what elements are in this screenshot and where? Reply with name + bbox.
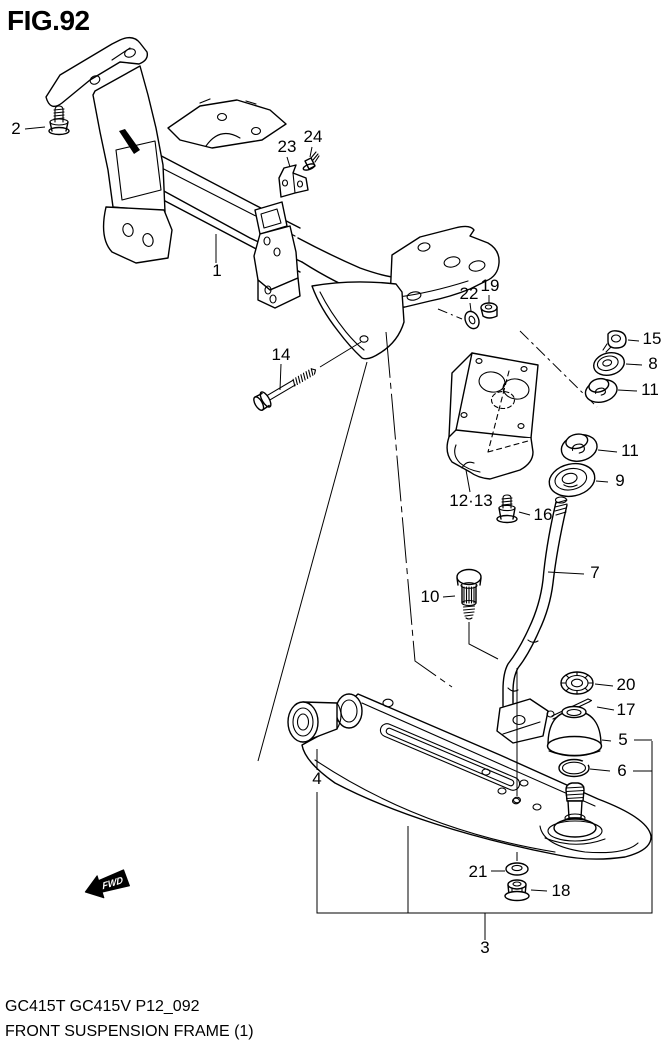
callout-3: 3	[480, 938, 489, 957]
callout-7: 7	[590, 563, 599, 582]
assembly-bracket-3	[316, 739, 653, 940]
callout-12-13: 12·13	[449, 491, 492, 510]
callout-20: 20	[617, 675, 636, 694]
footer-figure-name: FRONT SUSPENSION FRAME (1)	[5, 1023, 254, 1040]
callout-9: 9	[615, 471, 624, 490]
callout-14: 14	[272, 345, 291, 364]
callout-16: 16	[534, 505, 553, 524]
callout-4: 4	[312, 769, 321, 788]
callout-18: 18	[552, 881, 571, 900]
fwd-arrow-icon	[84, 869, 130, 899]
part-4-bushing	[287, 701, 342, 743]
callout-8: 8	[648, 354, 657, 373]
part-11-bushing-lower	[560, 433, 598, 462]
figure-title: FIG.92	[7, 5, 90, 36]
callout-1: 1	[212, 261, 221, 280]
nut-18	[504, 879, 530, 902]
bolt-16	[496, 494, 518, 524]
bolt-14-axis-line	[319, 341, 362, 368]
washer-21	[505, 862, 529, 876]
part-8-washer	[593, 351, 625, 377]
callout-11b: 11	[621, 441, 639, 460]
callout-21: 21	[469, 862, 488, 881]
part-11-bushing-upper	[584, 377, 618, 404]
callout-23: 23	[278, 137, 297, 156]
part-7-stabilizer-link	[496, 496, 568, 744]
callout-2: 2	[11, 119, 20, 138]
callout-15: 15	[643, 329, 662, 348]
footer-model-code: GC415T GC415V P12_092	[5, 998, 200, 1015]
bracket-23	[278, 164, 309, 198]
nut-20	[560, 671, 594, 695]
part-1-frame	[45, 36, 500, 360]
callout-5: 5	[618, 730, 627, 749]
callout-6: 6	[617, 761, 626, 780]
reference-lines	[257, 308, 598, 762]
boot-5	[546, 705, 603, 757]
bolt-24	[302, 151, 320, 171]
callout-11a: 11	[641, 380, 659, 399]
callout-24: 24	[304, 127, 323, 146]
part-12-13-mount-bracket	[446, 352, 539, 480]
callout-labels: 1 2 3 4 5 6 7 8 9 10 11 11 12·13 14 15 1…	[11, 119, 661, 957]
bolt-10	[456, 568, 482, 620]
part-15-spacer	[602, 330, 627, 353]
bolt-14	[253, 368, 317, 411]
bolt-10-axis-line	[468, 622, 499, 660]
fwd-direction-marker: FWD	[84, 869, 130, 899]
nut-19	[480, 302, 498, 319]
bolt-2	[48, 105, 70, 136]
callout-19: 19	[481, 276, 500, 295]
callout-22: 22	[460, 284, 479, 303]
part-3-control-arm	[301, 693, 652, 860]
callout-10: 10	[421, 587, 440, 606]
ball-joint-stud	[544, 782, 606, 845]
part-9-washer	[548, 462, 596, 498]
callout-17: 17	[617, 700, 636, 719]
fastener-axis-21-18	[512, 668, 522, 861]
leader-lines	[24, 126, 643, 892]
snap-ring-6	[558, 758, 590, 778]
washer-22	[464, 310, 480, 330]
